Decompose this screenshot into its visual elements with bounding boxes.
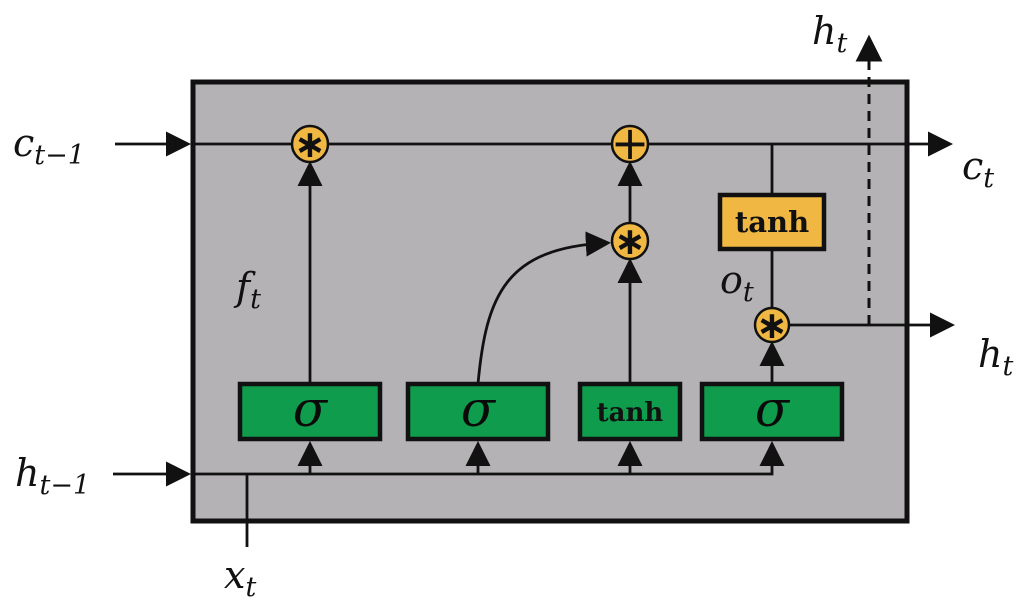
cell-state-output-sub: t <box>983 163 994 194</box>
output-multiply-symbol: ∗ <box>756 303 788 347</box>
output-signal-sub: t <box>743 277 754 308</box>
forget-multiply-op <box>290 124 330 164</box>
input-gate-curve-to-multiply <box>476 231 612 385</box>
hidden-input-line <box>193 440 785 476</box>
candidate-tanh-label: tanh <box>597 398 664 428</box>
forget-gate-box <box>237 381 383 442</box>
hidden-input-sub: t−1 <box>39 470 90 501</box>
output-multiply-op <box>753 306 791 344</box>
forget-gate-label: σ <box>293 380 329 438</box>
hidden-output-top-sub: t <box>836 28 847 59</box>
input-label: xt <box>224 553 256 603</box>
tanh-activation-label: tanh <box>735 205 809 239</box>
candidate-tanh-box <box>577 381 683 442</box>
hidden-output-top-main: h <box>812 9 836 53</box>
output-gate-box <box>699 381 845 442</box>
output-signal-main: o <box>720 258 743 302</box>
hidden-input-label: ht−1 <box>15 451 90 501</box>
input-multiply-symbol: ∗ <box>614 219 646 263</box>
state-add-symbol: + <box>611 116 650 170</box>
state-add-op <box>610 124 650 164</box>
hidden-output-right-main: h <box>978 332 1002 376</box>
hidden-output-right-label: ht <box>978 332 1013 382</box>
input-gate-label: σ <box>461 380 497 438</box>
input-sub: t <box>245 572 256 603</box>
forget-multiply-symbol: ∗ <box>294 122 326 166</box>
tanh-activation-box <box>717 192 827 252</box>
cell-state-output-label: ct <box>962 144 994 194</box>
input-main: x <box>224 553 245 597</box>
input-gate-box <box>405 381 551 442</box>
forget-signal-sub: t <box>250 284 261 315</box>
hidden-output-right-sub: t <box>1002 351 1013 382</box>
cell-state-output-main: c <box>962 144 983 188</box>
output-gate-signal-label: ot <box>720 258 754 308</box>
cell-state-input-main: c <box>13 121 34 165</box>
cell-state-input-sub: t−1 <box>34 140 85 171</box>
hidden-output-top-label: ht <box>812 9 847 59</box>
cell-state-input-label: ct−1 <box>13 121 85 171</box>
hidden-input-main: h <box>15 451 39 495</box>
input-multiply-op <box>610 221 650 261</box>
output-gate-label: σ <box>755 380 791 438</box>
